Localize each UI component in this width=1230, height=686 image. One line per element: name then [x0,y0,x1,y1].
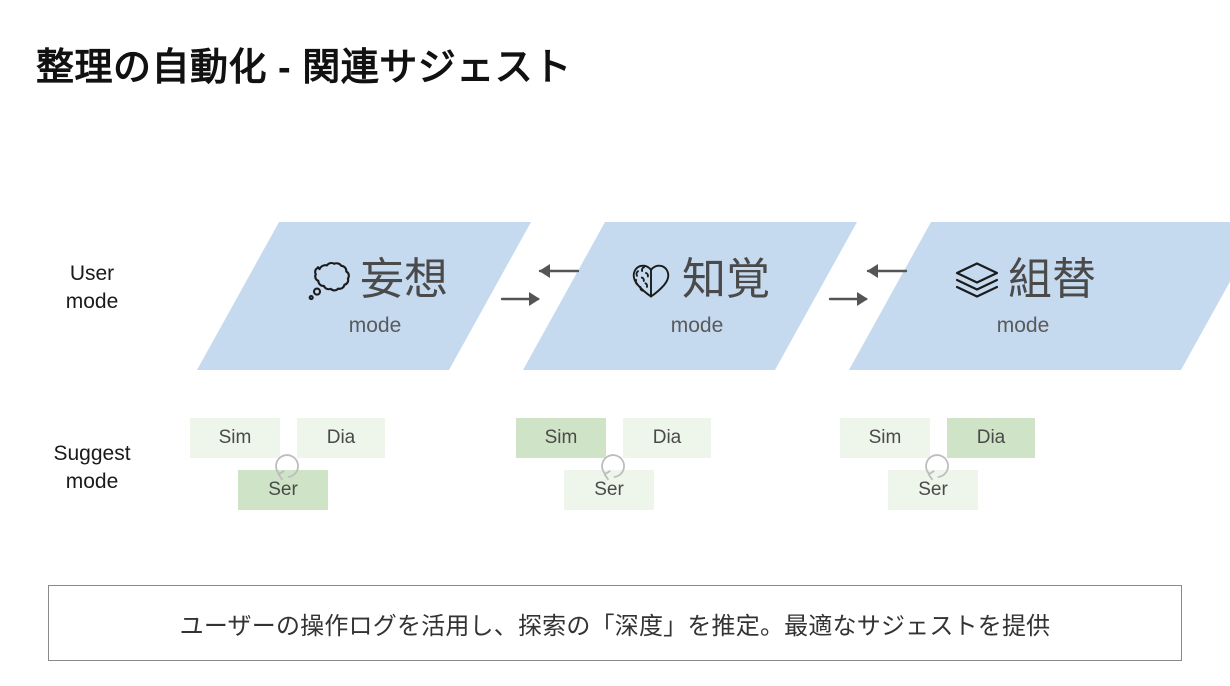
suggest-chip-sim[interactable]: Sim [516,418,606,458]
mode-name-3: 組替 [1008,254,1096,304]
mode-content-3: 組替 mode [898,222,1148,370]
page-title: 整理の自動化 - 関連サジェスト [36,47,572,89]
row-label-suggest-mode: Suggest mode [53,442,131,493]
circular-refresh-icon [267,446,307,486]
caption-box: ユーザーの操作ログを活用し、探索の「深度」を推定。最適なサジェストを提供 [48,585,1182,661]
mode-headline-1: 妄想 [302,253,448,307]
suggest-group-2: Sim Dia Ser [516,418,756,518]
suggest-chip-sim[interactable]: Sim [840,418,930,458]
circular-refresh-icon [917,446,957,486]
suggest-chip-ser[interactable]: Ser [888,470,978,510]
transition-arrows-2 [808,222,928,370]
suggest-chip-ser[interactable]: Ser [238,470,328,510]
mode-sub-2: mode [670,313,724,337]
layers-stack-icon [950,253,1004,307]
mode-headline-3: 組替 [950,253,1096,307]
mode-sub-1: mode [348,313,402,337]
suggest-group-3: Sim Dia Ser [840,418,1080,518]
mode-name-2: 知覚 [682,254,770,304]
mode-sub-3: mode [996,313,1050,337]
suggest-chip-ser[interactable]: Ser [564,470,654,510]
suggest-chip-dia[interactable]: Dia [947,418,1035,458]
row-label-user-mode: User mode [65,262,119,313]
suggest-chip-dia[interactable]: Dia [297,418,385,458]
mode-content-1: 妄想 mode [250,222,500,370]
circular-refresh-icon [593,446,633,486]
transition-arrows-1 [480,222,600,370]
suggest-chip-dia[interactable]: Dia [623,418,711,458]
mode-name-1: 妄想 [360,254,448,304]
caption-text: ユーザーの操作ログを活用し、探索の「深度」を推定。最適なサジェストを提供 [179,612,1051,640]
suggest-group-1: Sim Dia Ser [190,418,430,518]
user-mode-band: 妄想 mode [0,222,1230,370]
brain-heart-icon [624,253,678,307]
mode-headline-2: 知覚 [624,253,770,307]
suggest-chip-sim[interactable]: Sim [190,418,280,458]
mode-content-2: 知覚 mode [572,222,822,370]
thought-bubble-icon [302,253,356,307]
